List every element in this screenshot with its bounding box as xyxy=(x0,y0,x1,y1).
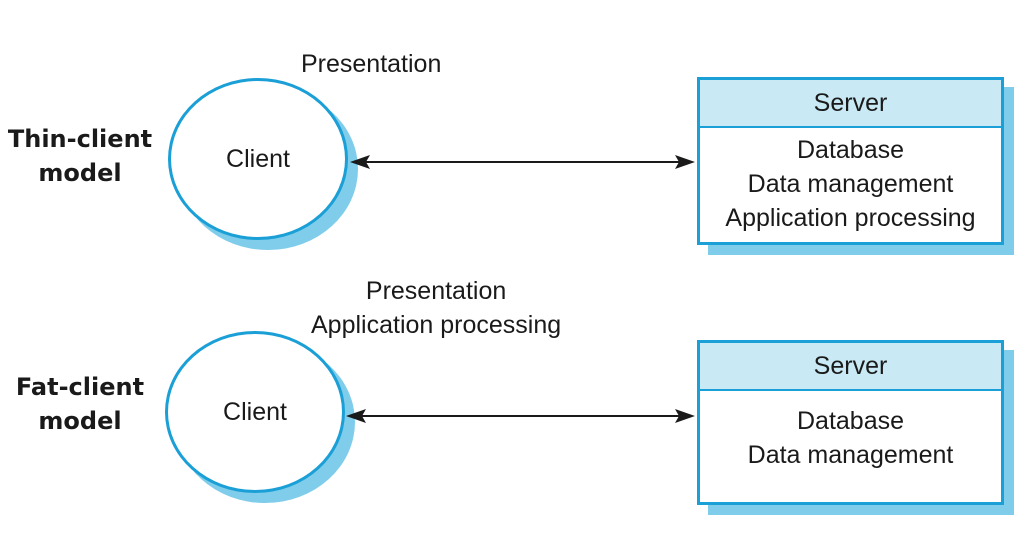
thin-arrowhead-right xyxy=(675,155,695,169)
fat-client-label-line-2: model xyxy=(38,407,122,435)
thin-server-function: Application processing xyxy=(725,204,976,232)
thin-client-functions: Presentation xyxy=(301,47,441,81)
fat-server-title: Server xyxy=(700,343,1001,391)
fat-arrowhead-left xyxy=(346,409,366,423)
thin-server-functions: Database Data management Application pro… xyxy=(700,128,1001,235)
fat-client-function: Presentation xyxy=(365,277,507,305)
thin-client-label: Client xyxy=(226,144,290,173)
fat-arrowhead-right xyxy=(675,409,695,423)
thin-client-node: Client xyxy=(168,78,348,240)
thin-client-model-label: Thin-client model xyxy=(0,122,160,190)
fat-server-function: Database xyxy=(796,407,905,435)
fat-server-box: Server Database Data management xyxy=(697,340,1004,505)
thin-arrowhead-left xyxy=(350,155,370,169)
thin-server-box: Server Database Data management Applicat… xyxy=(697,77,1004,245)
thin-client-label-line-1: Thin-client xyxy=(7,125,153,153)
fat-client-connector xyxy=(346,409,695,423)
thin-server-title: Server xyxy=(700,80,1001,128)
fat-server-function: Data management xyxy=(747,441,954,469)
fat-client-node: Client xyxy=(165,331,345,493)
fat-client-functions: Presentation Application processing xyxy=(311,274,561,342)
fat-client-model-label: Fat-client model xyxy=(0,370,160,438)
thin-client-connector xyxy=(350,155,695,169)
fat-client-label-line-1: Fat-client xyxy=(15,373,145,401)
thin-client-label-line-2: model xyxy=(38,159,122,187)
thin-client-function: Presentation xyxy=(301,50,442,78)
fat-client-function: Application processing xyxy=(311,311,562,339)
thin-server-function: Database xyxy=(796,136,905,164)
thin-server-function: Data management xyxy=(747,170,954,198)
fat-server-functions: Database Data management xyxy=(700,391,1001,472)
fat-client-label: Client xyxy=(223,397,287,426)
